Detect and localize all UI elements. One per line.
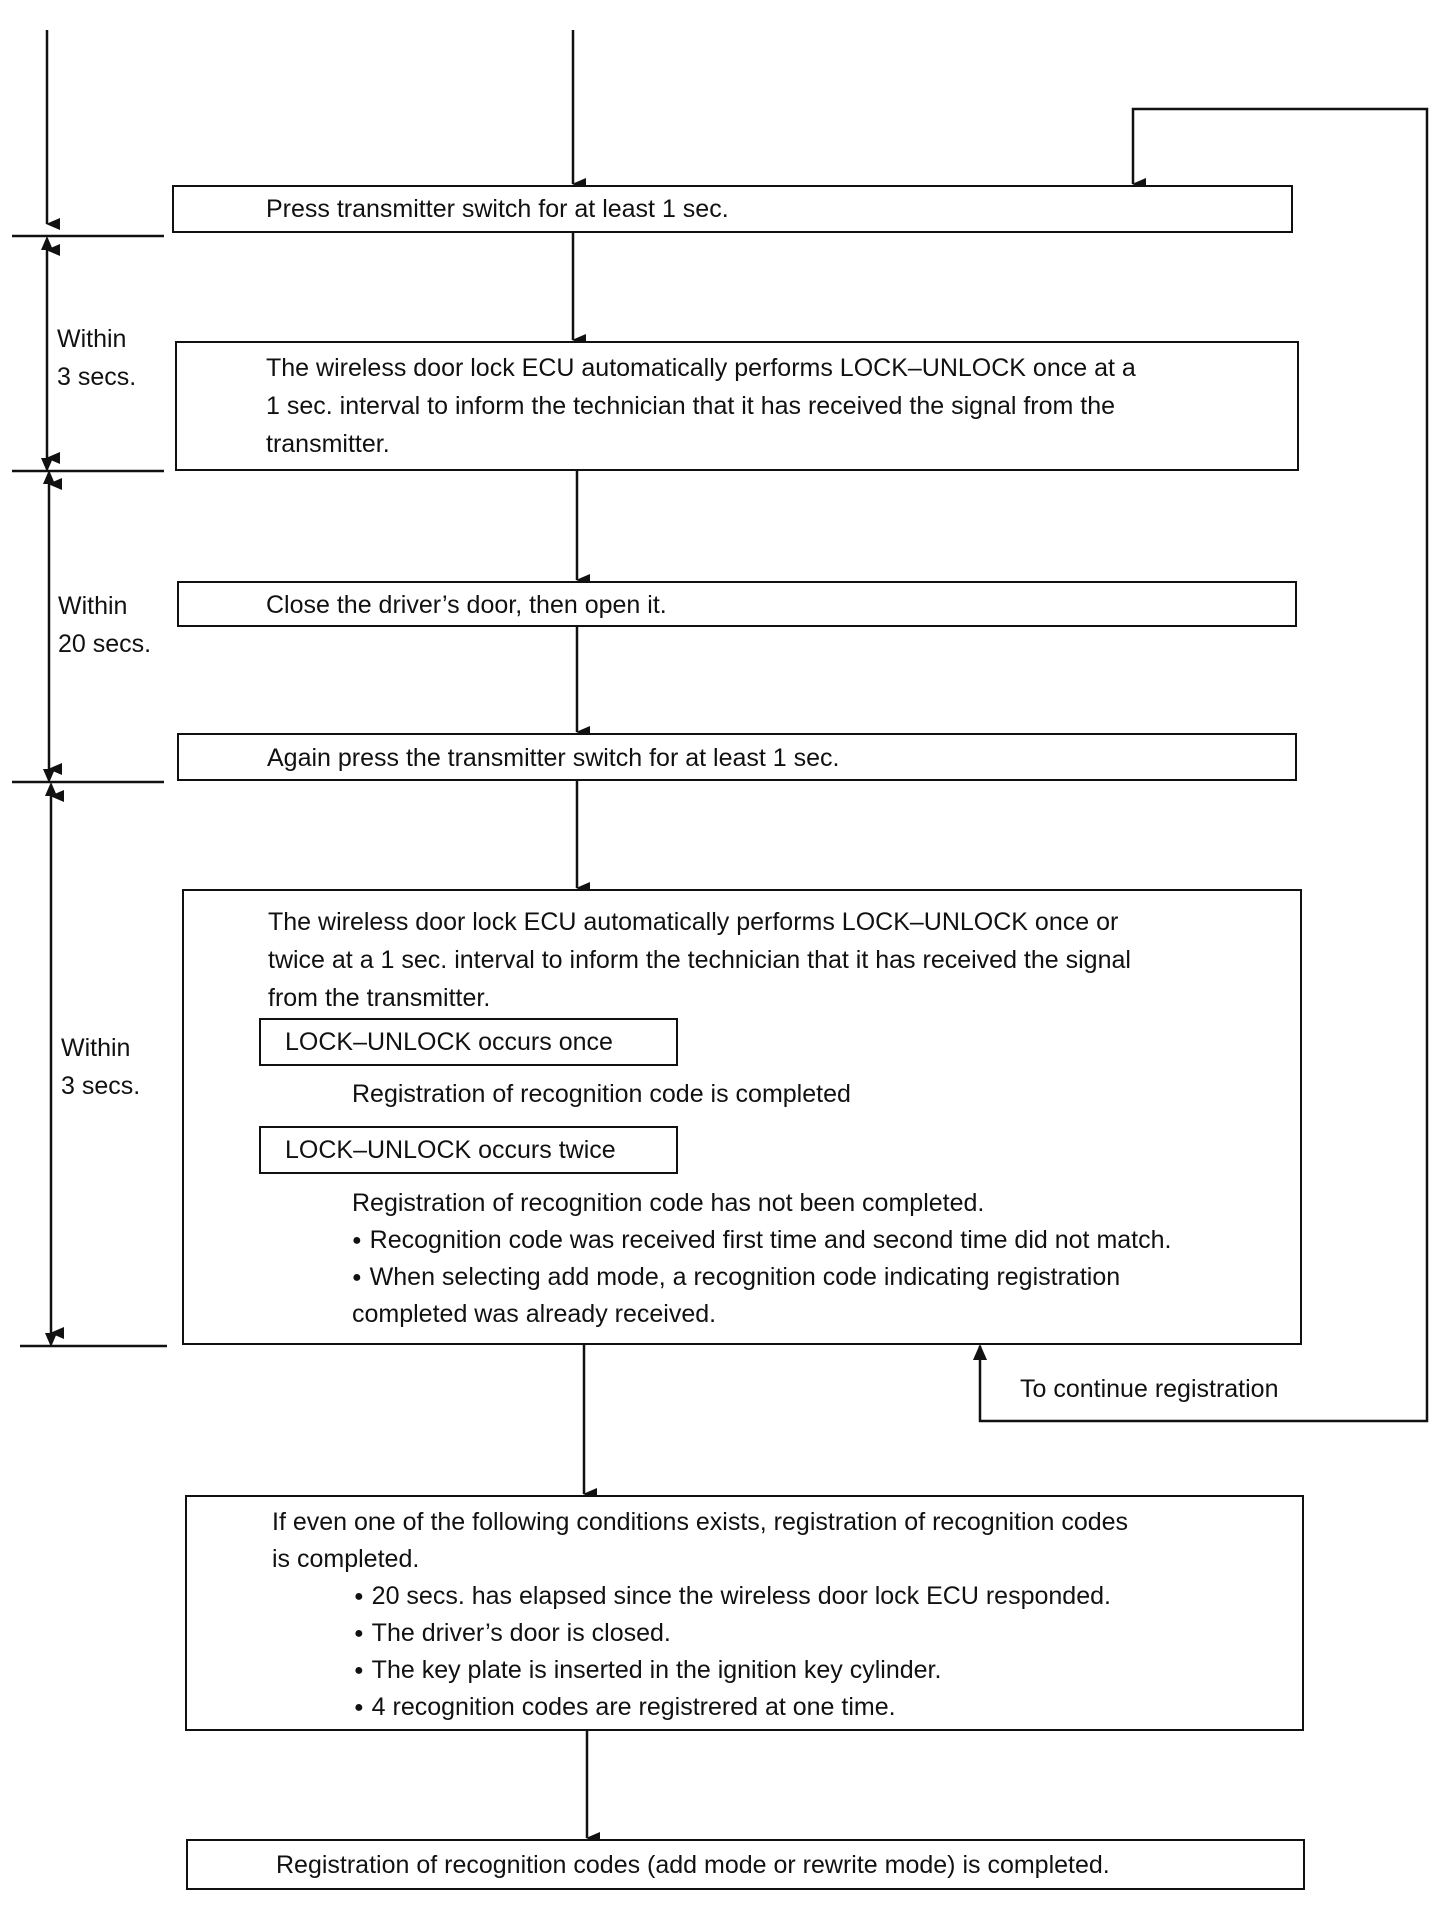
step-press-transmitter: Press transmitter switch for at least 1 … [172,185,1293,233]
twice-result-text: Registration of recognition code has not… [352,1189,985,1217]
step-5-intro-1: The wireless door lock ECU automatically… [268,908,1119,936]
twice-condition-label: LOCK–UNLOCK occurs twice [285,1136,616,1164]
timing-label-3b: 3 secs. [61,1072,141,1100]
step-close-door: Close the driver’s door, then open it. [177,581,1297,627]
condition-bullet-2: The driver’s door is closed. [354,1614,671,1656]
timing-label-3a: Within [61,1034,131,1062]
step-5-intro-3: from the transmitter. [268,984,491,1012]
step-completion-conditions: If even one of the following conditions … [185,1495,1304,1731]
timing-label-2b: 20 secs. [58,630,152,658]
condition-bullet-3: The key plate is inserted in the ignitio… [354,1651,942,1693]
step-ecu-response-2: The wireless door lock ECU automatically… [182,889,1302,1345]
twice-bullet-1: Recognition code was received first time… [352,1221,1172,1263]
twice-bullet-2-cont: completed was already received. [352,1300,717,1328]
step-1-text: Press transmitter switch for at least 1 … [266,195,729,223]
timing-label-2a: Within [58,592,128,620]
step-5-intro-2: twice at a 1 sec. interval to inform the… [268,946,1131,974]
step-ecu-response-1: The wireless door lock ECU automatically… [175,341,1299,471]
step-6-intro-1: If even one of the following conditions … [272,1508,1129,1536]
step-registration-complete: Registration of recognition codes (add m… [186,1839,1305,1890]
step-2-line-2: 1 sec. interval to inform the technician… [266,392,1116,420]
loop-label: To continue registration [1020,1375,1279,1403]
condition-bullet-4: 4 recognition codes are registrered at o… [354,1688,896,1730]
twice-condition-box: LOCK–UNLOCK occurs twice [259,1126,678,1174]
step-press-again: Again press the transmitter switch for a… [177,733,1297,781]
twice-bullet-2: When selecting add mode, a recognition c… [352,1258,1120,1300]
once-result-text: Registration of recognition code is comp… [352,1080,851,1108]
step-3-text: Close the driver’s door, then open it. [266,591,667,619]
step-6-intro-2: is completed. [272,1545,420,1573]
timing-label-1b: 3 secs. [57,363,137,391]
timing-label-1a: Within [57,325,127,353]
step-4-text: Again press the transmitter switch for a… [267,744,840,772]
condition-bullet-1: 20 secs. has elapsed since the wireless … [354,1577,1111,1619]
step-2-line-3: transmitter. [266,430,390,458]
step-7-text: Registration of recognition codes (add m… [276,1851,1110,1879]
loop-return-line [978,107,1429,1423]
step-2-line-1: The wireless door lock ECU automatically… [266,354,1136,382]
once-condition-label: LOCK–UNLOCK occurs once [285,1028,613,1056]
once-condition-box: LOCK–UNLOCK occurs once [259,1018,678,1066]
